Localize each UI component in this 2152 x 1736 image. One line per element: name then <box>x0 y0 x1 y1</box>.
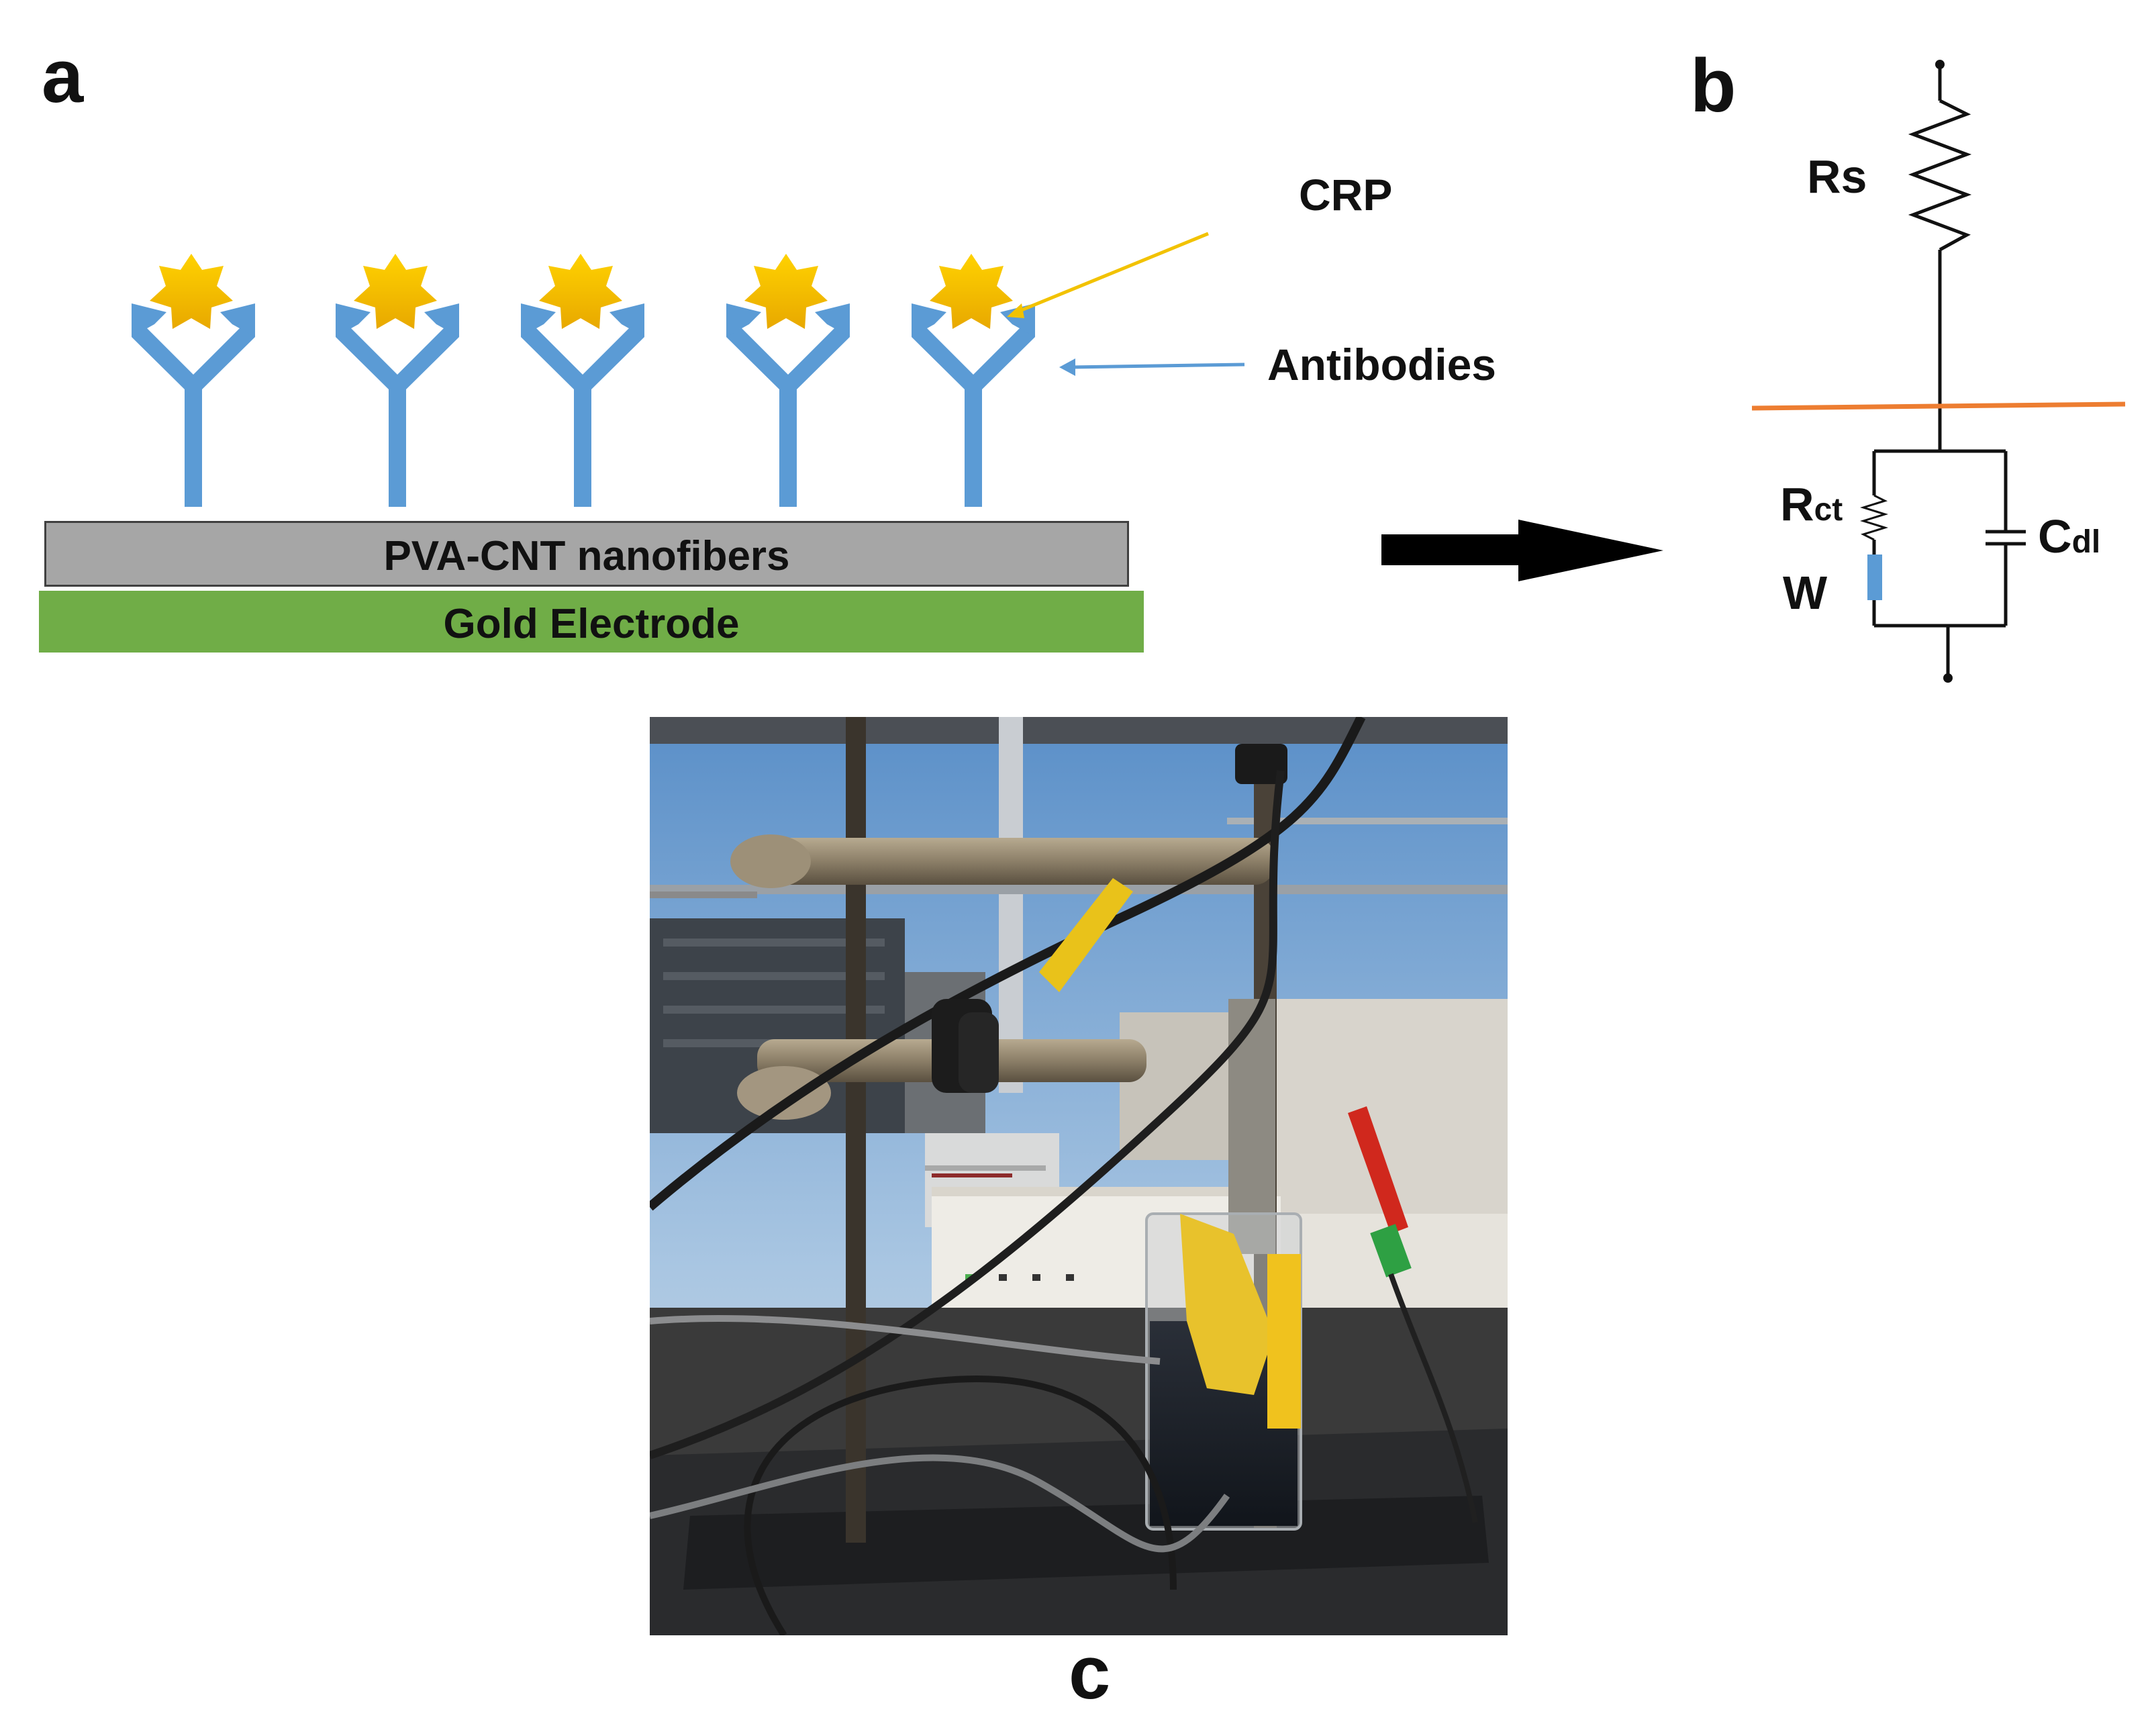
equivalent-circuit <box>1751 60 2126 683</box>
rs-resistor <box>1908 99 1972 252</box>
cdl-sub: dl <box>2071 524 2101 560</box>
cdl-label: Cdl <box>2038 513 2100 560</box>
antibodies-pointer-head <box>1059 358 1075 376</box>
gold-electrode-layer: Gold Electrode <box>39 591 1144 653</box>
antibody-2 <box>336 303 459 507</box>
antibodies-pointer-line <box>1069 363 1245 369</box>
bottom-terminal <box>1943 673 1953 683</box>
rct-main: R <box>1780 478 1814 530</box>
rs-label: Rs <box>1807 150 1867 203</box>
nanofiber-layer-label: PVA-CNT nanofibers <box>383 533 790 579</box>
crp-antigen-1 <box>150 254 233 329</box>
interface-divider <box>1751 401 2126 411</box>
antibody-3 <box>521 303 644 507</box>
rct-label: Rct <box>1780 481 1843 528</box>
gold-electrode-label: Gold Electrode <box>443 601 740 647</box>
antibody-5 <box>912 303 1035 507</box>
panel-a-label: a <box>42 34 84 118</box>
antibodies-label: Antibodies <box>1267 340 1496 389</box>
nanofiber-layer: PVA-CNT nanofibers <box>44 521 1129 587</box>
crp-antigen-4 <box>744 254 828 329</box>
panel-b-label: b <box>1690 44 1737 128</box>
rct-resistor <box>1859 494 1889 541</box>
flow-arrow <box>1381 520 1663 581</box>
rct-sub: ct <box>1814 492 1843 528</box>
crp-label: CRP <box>1299 170 1393 220</box>
crp-antigen-2 <box>354 254 437 329</box>
experiment-photo <box>650 717 1508 1635</box>
cdl-main: C <box>2038 510 2072 563</box>
antibody-1 <box>132 303 255 507</box>
warburg-element <box>1867 554 1882 600</box>
crp-pointer-head <box>1007 303 1024 318</box>
crp-pointer-line <box>1014 232 1209 315</box>
antibody-4 <box>726 303 850 507</box>
antibody-diagram <box>132 232 1663 581</box>
crp-antigen-3 <box>539 254 622 329</box>
crp-antigen-5 <box>930 254 1013 329</box>
w-label: W <box>1783 567 1828 619</box>
panel-c-label: c <box>1069 1631 1111 1715</box>
